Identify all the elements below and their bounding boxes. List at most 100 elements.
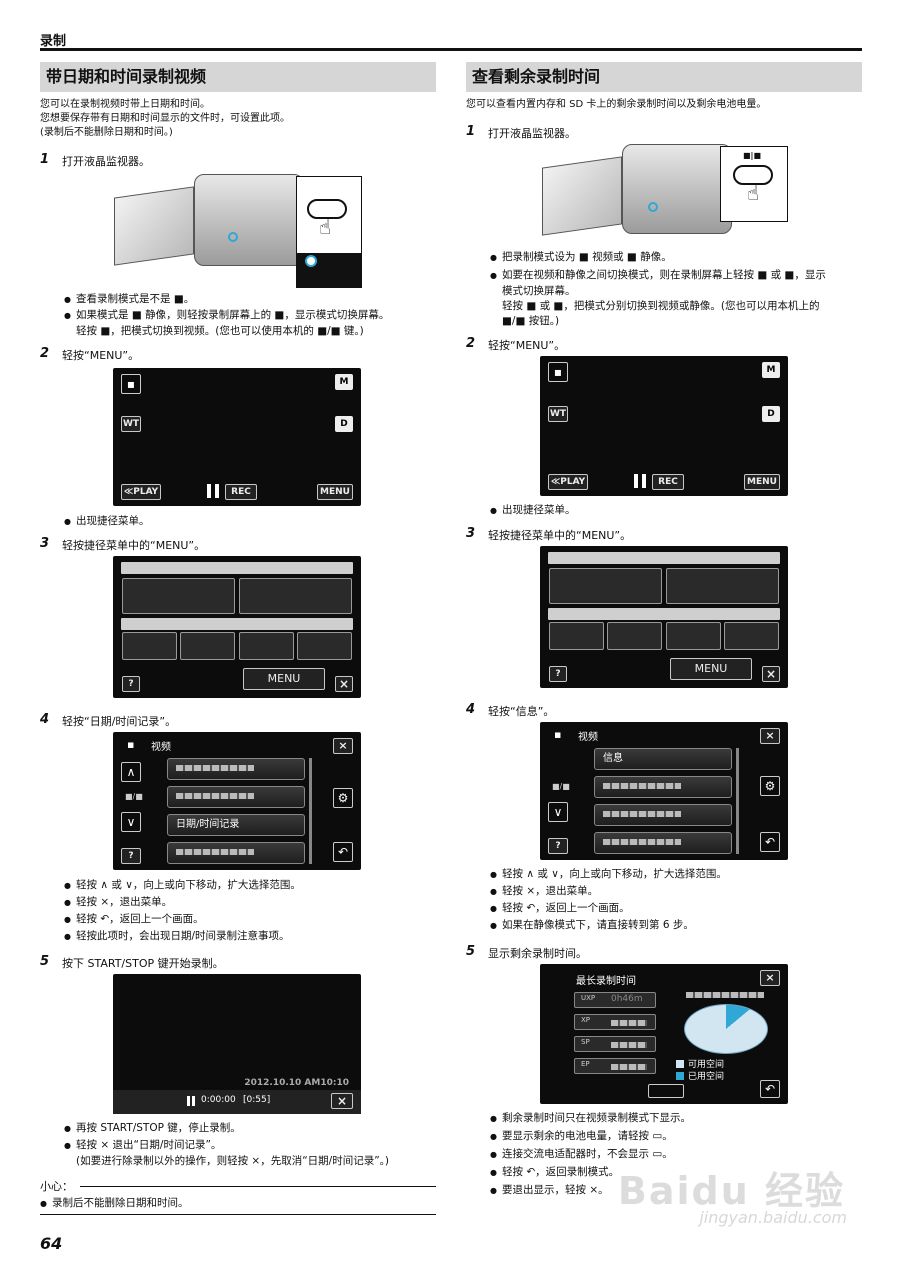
play-button[interactable]: ≪PLAY [121,484,161,500]
right-step1-bullet-cont: 轻按 ■ 或 ■，把模式分别切换到视频或静像。(您也可以用本机上的 [502,300,820,312]
shortcut-tile[interactable] [549,622,604,650]
step-number: 4 [40,712,50,727]
help-button[interactable]: ? [548,838,568,854]
help-button[interactable]: ? [121,848,141,864]
rec-button[interactable]: REC [652,474,684,490]
menu-row[interactable] [167,758,305,780]
scroll-up-icon[interactable]: ∧ [121,762,141,782]
menu-row-date-time[interactable]: 日期/时间记录 [167,814,305,836]
step-text: 轻按捷径菜单中的“MENU”。 [62,539,206,552]
display-button[interactable]: D [762,406,780,422]
step-text: 显示剩余录制时间。 [488,947,587,960]
manual-button[interactable]: M [335,374,353,390]
shortcut-tile[interactable] [724,622,779,650]
close-button[interactable]: × [331,1093,353,1109]
right-intro-line: 您可以查看内置内存和 SD 卡上的剩余录制时间以及剩余电池电量。 [466,99,767,110]
scrollbar[interactable] [736,748,739,854]
caution-label: 小心： [40,1180,73,1193]
rec-button[interactable]: REC [225,484,257,500]
step-text: 轻按“MENU”。 [488,339,566,352]
menu-button[interactable]: MENU [317,484,353,500]
left-step2-bullet: 出现捷径菜单。 [64,514,149,529]
close-button[interactable]: × [333,738,353,754]
close-button[interactable]: × [760,728,780,744]
wt-button[interactable]: WT [548,406,568,422]
back-icon[interactable]: ↶ [760,832,780,852]
shortcut-tile[interactable] [549,568,662,604]
back-icon[interactable]: ↶ [333,842,353,862]
battery-button[interactable] [648,1084,684,1098]
quality-label: XP [581,1016,591,1024]
finger-icon: ☝ [747,181,760,205]
step-number: 3 [466,526,476,541]
menu-row[interactable] [594,776,732,798]
step-number: 3 [40,536,50,551]
menu-row[interactable] [167,786,305,808]
step-text: 轻按“MENU”。 [62,349,140,362]
close-button[interactable]: × [760,970,780,986]
menu-button[interactable]: MENU [670,658,752,680]
step-number: 1 [40,152,50,167]
blurred-label [603,839,681,845]
shortcut-tile[interactable] [180,632,235,660]
video-mode-icon [305,255,317,267]
display-button[interactable]: D [335,416,353,432]
scroll-down-icon[interactable]: ∨ [121,812,141,832]
shortcut-header-bar [121,562,353,574]
help-button[interactable]: ? [122,676,140,692]
video-mode-icon[interactable]: ▪ [548,362,568,382]
camera-lcd [542,156,622,236]
quality-value: 0h46m [611,994,643,1004]
highlight-circle [228,232,238,242]
menu-button[interactable]: MENU [243,668,325,690]
menu-screen-left: ▪ 视频 × ∧ ■/■ ∨ ? 日期/时间记录 ⚙ ↶ [113,732,361,870]
finger-icon: ☝ [319,215,332,239]
close-button[interactable]: × [335,676,353,692]
shortcut-tile[interactable] [122,632,177,660]
blurred-label [603,783,681,789]
mode-button-icon [307,199,347,219]
menu-button[interactable]: MENU [744,474,780,490]
step-text: 轻按“信息”。 [488,705,555,718]
shortcut-tile[interactable] [239,578,352,614]
camera-body [194,174,304,266]
close-button[interactable]: × [762,666,780,682]
back-icon[interactable]: ↶ [760,1080,780,1098]
shortcut-tile[interactable] [239,632,294,660]
step-number: 5 [40,954,50,969]
menu-row[interactable] [594,832,732,854]
shortcut-tile[interactable] [666,568,779,604]
step-text: 按下 START/STOP 键开始录制。 [62,957,224,970]
scroll-down-icon[interactable]: ∨ [548,802,568,822]
mode-label-icon: ■|■ [743,151,762,160]
manual-button[interactable]: M [762,362,780,378]
camcorder-illustration: ■|■ ☝ [538,140,790,246]
rec-screen-right: ▪ M WT D ≪PLAY REC MENU [540,356,788,496]
scrollbar[interactable] [309,758,312,864]
menu-row[interactable] [167,842,305,864]
shortcut-tile[interactable] [122,578,235,614]
shortcut-tile[interactable] [666,622,721,650]
right-step5-bullet: 连接交流电适配器时，不会显示 ▭。 [490,1147,673,1162]
caution-rule [80,1186,436,1187]
left-step4-bullet: 轻按此项时，会出现日期/时间录制注意事项。 [64,929,290,944]
help-button[interactable]: ? [549,666,567,682]
baidu-watermark: Baidu 经验 [617,1169,845,1213]
quality-row-xp: XP [574,1014,656,1030]
wt-button[interactable]: WT [121,416,141,432]
settings-gear-icon[interactable]: ⚙ [760,776,780,796]
shortcut-tile[interactable] [297,632,352,660]
blurred-value [611,1020,647,1026]
settings-gear-icon[interactable]: ⚙ [333,788,353,808]
mode-button-icon [733,165,773,185]
play-button[interactable]: ≪PLAY [548,474,588,490]
shortcut-tile[interactable] [607,622,662,650]
menu-row-info[interactable]: 信息 [594,748,732,770]
menu-row[interactable] [594,804,732,826]
menu-title: 视频 [151,742,171,753]
recording-screen: 2012.10.10 AM10:10 0:00:00 [0:55] × [113,974,361,1114]
used-space-legend: 已用空间 [688,1072,725,1082]
step-number: 1 [466,124,476,139]
video-mode-icon[interactable]: ▪ [121,374,141,394]
blurred-label [603,811,681,817]
